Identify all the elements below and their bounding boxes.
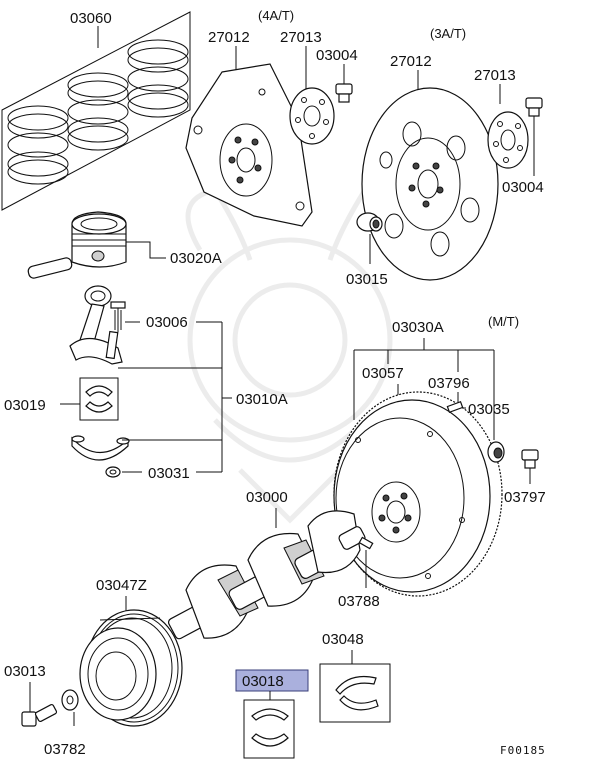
pilot-bushing — [356, 212, 383, 232]
crankshaft-group[interactable]: 03000 03788 — [167, 489, 380, 640]
piston-pin — [27, 257, 73, 279]
header-3at: (3A/T) — [430, 26, 466, 41]
piston — [71, 211, 127, 268]
at4-adapter-plate — [289, 87, 335, 145]
at4-driveplate-group[interactable]: (4A/T) 27012 27013 03004 — [185, 8, 358, 227]
label-crankshaft: 03000 — [246, 489, 288, 506]
label-conrod-bearing: 03019 — [4, 397, 46, 414]
conrod-bolt — [110, 301, 126, 332]
at3-driveplate — [361, 87, 499, 281]
header-4at: (4A/T) — [258, 8, 294, 23]
figure-code: F00185 — [500, 744, 546, 757]
header-mt: (M/T) — [488, 314, 519, 329]
conrod-nut — [105, 466, 121, 478]
damper-group[interactable]: 03047Z 03013 03782 — [4, 577, 183, 758]
main-bearing-group[interactable]: 03018 — [235, 669, 309, 759]
thrust-bearing-group[interactable]: 03048 — [319, 631, 391, 723]
label-flywheel-pin: 03035 — [468, 401, 510, 418]
at3-adapter-plate — [487, 111, 529, 169]
flywheel-dowel — [446, 401, 464, 413]
label-damper: 03047Z — [96, 577, 147, 594]
conrod-group[interactable]: 03006 03019 03031 03010A — [4, 285, 288, 482]
label-at4-driveplate: 27012 — [208, 29, 250, 46]
label-thrust-bearing: 03048 — [322, 631, 364, 648]
damper-bolt — [21, 703, 58, 727]
crank-pin — [358, 536, 374, 550]
label-pilot-bushing: 03015 — [346, 271, 388, 288]
crankshaft — [167, 510, 366, 640]
label-at4-bolt: 03004 — [316, 47, 358, 64]
label-flywheel-assy: 03030A — [392, 319, 444, 336]
label-piston: 03020A — [170, 250, 222, 267]
flywheel — [333, 391, 503, 597]
piston-rings-group[interactable]: 03060 — [1, 10, 191, 211]
main-bearing-highlight — [235, 669, 309, 692]
label-at3-bolt: 03004 — [502, 179, 544, 196]
label-damper-washer: 03782 — [44, 741, 86, 758]
ring-set-3 — [127, 39, 189, 118]
label-flywheel-bolt: 03797 — [504, 489, 546, 506]
conrod-cap — [71, 435, 130, 461]
label-damper-bolt: 03013 — [4, 663, 46, 680]
label-at4-adapter: 27013 — [280, 29, 322, 46]
damper-washer — [61, 689, 79, 711]
thrust-bearing-box — [319, 663, 391, 723]
at4-driveplate — [185, 63, 313, 227]
label-crank-pin: 03788 — [338, 593, 380, 610]
at4-bolt — [335, 83, 353, 103]
conrod — [69, 285, 123, 365]
flywheel-bearing — [487, 441, 505, 463]
flywheel-bolt — [521, 449, 539, 469]
label-ring-gear: 03057 — [362, 365, 404, 382]
label-conrod-bolt: 03006 — [146, 314, 188, 331]
piston-group[interactable]: 03020A — [27, 211, 222, 279]
damper-pulley — [79, 609, 183, 727]
conrod-bearing-box — [79, 377, 119, 421]
label-conrod-assy: 03010A — [236, 391, 288, 408]
label-main-bearing: 03018 — [242, 673, 284, 690]
label-conrod-nut: 03031 — [148, 465, 190, 482]
label-at3-adapter: 27013 — [474, 67, 516, 84]
label-at3-driveplate: 27012 — [390, 53, 432, 70]
ring-set-2 — [67, 72, 129, 151]
pilot-bushing-group[interactable]: 03015 — [346, 212, 388, 288]
at3-driveplate-group[interactable]: (3A/T) 27012 27013 — [361, 26, 544, 281]
at3-bolt — [525, 97, 543, 117]
label-piston-rings: 03060 — [70, 10, 112, 27]
ring-set-1 — [7, 105, 69, 185]
main-bearing-box — [243, 699, 295, 759]
label-dowel-pin: 03796 — [428, 375, 470, 392]
